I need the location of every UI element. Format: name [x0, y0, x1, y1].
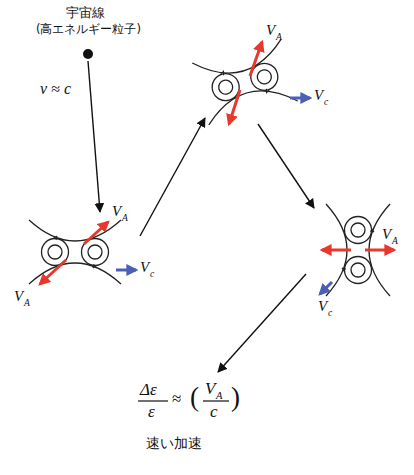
formula-subscript: A	[216, 390, 222, 402]
formula-paren: )	[231, 383, 240, 413]
velocity-symbol: V	[14, 288, 23, 305]
particle-note: (高エネルギー粒子)	[36, 23, 141, 36]
formula-numerator: V	[205, 380, 215, 399]
velocity-symbol: V	[266, 22, 275, 39]
velocity-subscript: A	[122, 213, 128, 223]
velocity-symbol: V	[140, 259, 149, 276]
caption-text: 速い加速	[146, 436, 202, 451]
velocity-symbol: V	[318, 298, 327, 315]
formula-paren: (	[190, 383, 199, 413]
speed-label: v ≈ c	[40, 80, 71, 98]
velocity-subscript: c	[324, 97, 328, 107]
velocity-subscript: A	[24, 298, 30, 308]
formula-approx: ≈	[172, 390, 181, 409]
particle-name: 宇宙線	[66, 6, 105, 20]
velocity-subscript: c	[150, 269, 154, 279]
velocity-subscript: A	[392, 236, 398, 246]
velocity-subscript: A	[276, 32, 282, 42]
formula-numerator: Δε	[140, 381, 157, 400]
velocity-symbol: V	[112, 203, 121, 220]
formula-denominator: ε	[148, 403, 155, 422]
velocity-symbol: V	[314, 87, 323, 104]
formula-denominator: c	[210, 403, 218, 422]
velocity-symbol: V	[382, 226, 391, 243]
velocity-subscript: c	[328, 308, 332, 318]
